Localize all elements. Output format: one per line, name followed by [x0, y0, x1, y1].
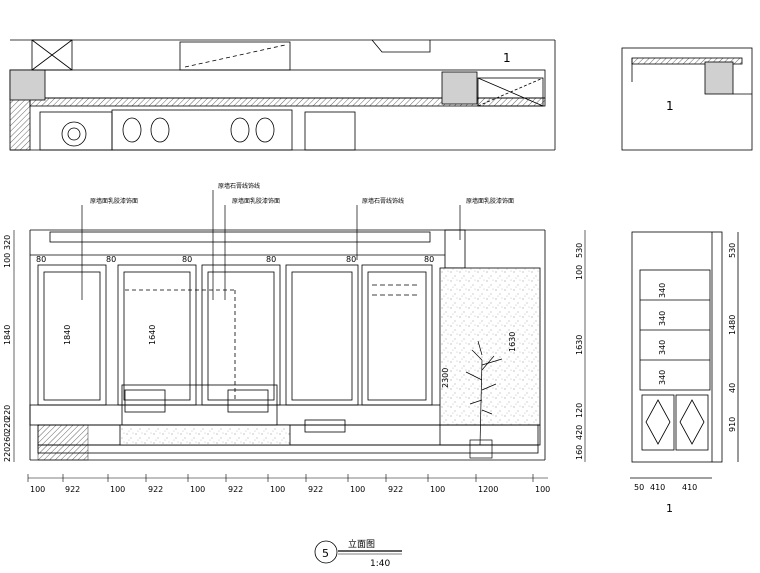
- shelf-dim-1: 340: [658, 283, 667, 298]
- left-dim-5: 220: [3, 418, 12, 433]
- main-elevation: [29, 229, 546, 461]
- left-dim-2: 100: [3, 253, 12, 268]
- bottom-dim-3: 100: [110, 485, 125, 494]
- bottom-dim-10: 922: [388, 485, 403, 494]
- bottom-dims: 100 922 100 922 100 922 100 922 100 922 100 1200 100: [27, 474, 550, 494]
- left-dim-1: 320: [3, 235, 12, 250]
- right-dim-2: 100: [575, 265, 584, 280]
- left-dim-7: 220: [3, 447, 12, 462]
- callout-4: 原墙石膏线饰线: [362, 197, 404, 205]
- callout-3: 原墙面乳胶漆饰面: [232, 197, 280, 205]
- sofa-outline: [121, 384, 278, 426]
- callout-5: 原墙面乳胶漆饰面: [466, 197, 514, 205]
- panel-dim-1: 80: [36, 255, 46, 264]
- side-right-dim-3: 40: [728, 383, 737, 393]
- plan-room-label: 1: [503, 51, 511, 65]
- side-right-dim-1: 530: [728, 243, 737, 258]
- panel-dim-3: 80: [182, 255, 192, 264]
- side-elevation: [630, 231, 739, 479]
- shelf-dim-4: 340: [658, 370, 667, 385]
- left-dim-4: 220: [3, 405, 12, 420]
- side-elev-label: 1: [666, 502, 673, 515]
- wall-panels: [37, 264, 433, 406]
- bottom-dim-5: 100: [190, 485, 205, 494]
- bottom-dim-13: 100: [535, 485, 550, 494]
- side-bottom-dim-2: 410: [650, 483, 665, 492]
- side-bottom-dim-3: 410: [682, 483, 697, 492]
- right-dim-3: 1630: [575, 335, 584, 355]
- bottom-dim-9: 100: [350, 485, 365, 494]
- title-number-circle: [314, 540, 338, 564]
- plant: [465, 340, 503, 459]
- right-dim-4: 120: [575, 403, 584, 418]
- inner-dim-1630: 1630: [508, 332, 517, 352]
- inner-dim-2300: 2300: [441, 368, 450, 388]
- title-scale: 1:40: [370, 559, 390, 569]
- shelf-dim-3: 340: [658, 340, 667, 355]
- callout-1: 原墙面乳胶漆饰面: [90, 197, 138, 205]
- pillow-group: [122, 117, 275, 143]
- side-bottom-dim-1: 50: [634, 483, 644, 492]
- inner-dim-1640: 1640: [148, 325, 157, 345]
- bottom-dim-7: 100: [270, 485, 285, 494]
- floor-plan: [9, 39, 556, 151]
- panel-dim-2: 80: [106, 255, 116, 264]
- drawing-title-block: 5 立面图 1:40: [314, 538, 402, 569]
- title-name: 立面图: [348, 538, 375, 550]
- bottom-dim-12: 1200: [478, 485, 498, 494]
- panel-dim-6: 80: [424, 255, 434, 264]
- callout-2: 原墙石膏线饰线: [218, 182, 260, 190]
- shelf-dim-2: 340: [658, 311, 667, 326]
- left-dim-3: 1840: [3, 325, 12, 345]
- callout-leaders: [81, 190, 461, 300]
- panel-dim-5: 80: [346, 255, 356, 264]
- title-number: 5: [322, 547, 329, 560]
- right-dim-5: 420: [575, 425, 584, 440]
- bottom-dim-6: 922: [228, 485, 243, 494]
- inner-dim-1840: 1840: [63, 325, 72, 345]
- bottom-dim-11: 100: [430, 485, 445, 494]
- bottom-dim-1: 100: [30, 485, 45, 494]
- right-dim-1: 530: [575, 243, 584, 258]
- right-dim-6: 160: [575, 445, 584, 460]
- bottom-dim-4: 922: [148, 485, 163, 494]
- side-plan-room-label: 1: [666, 99, 674, 113]
- side-right-dim-4: 910: [728, 417, 737, 432]
- side-right-dim-2: 1480: [728, 315, 737, 335]
- left-dim-6: 260: [3, 432, 12, 447]
- bottom-dim-8: 922: [308, 485, 323, 494]
- bottom-dim-2: 922: [65, 485, 80, 494]
- panel-dim-4: 80: [266, 255, 276, 264]
- side-plan: [621, 47, 753, 151]
